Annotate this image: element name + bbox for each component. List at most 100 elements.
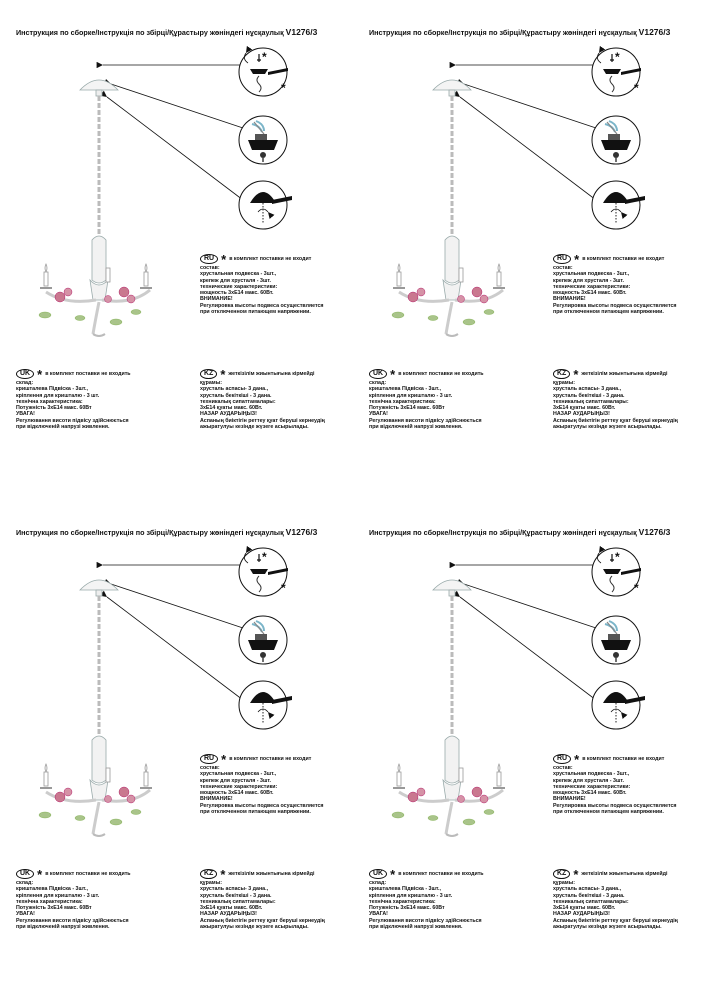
info-line: состав: — [553, 265, 573, 271]
info-line: состав: — [553, 765, 573, 771]
info-line: техникалық сипаттамалары: — [553, 398, 629, 405]
detail-hook-circle: * * — [238, 545, 288, 597]
info-line: хрустальная подвеска - 3шт., — [200, 271, 277, 278]
title-text: Инструкция по сборке/Інструкція по збірц… — [16, 528, 284, 537]
info-line: хрусталь аспасы- 3 дана., — [553, 886, 622, 893]
kz-language-badge: KZ — [553, 369, 571, 379]
detail-wiring-circle — [591, 115, 641, 165]
panel-title: Инструкция по сборке/Інструкція по збірц… — [369, 527, 670, 537]
info-line: технические характеристики: — [200, 283, 278, 290]
info-line: при відключеній напрузі живлення. — [16, 924, 110, 931]
uk-note: в комплект поставки не входить — [398, 370, 484, 377]
info-line: технічна характеристика: — [369, 898, 436, 905]
info-line: при відключеній напрузі живлення. — [369, 424, 463, 431]
info-line: ажыратулуы кезінде жүзеге асырылады. — [553, 924, 662, 931]
ru-note: в комплект поставки не входит — [229, 255, 312, 262]
info-line: УВАГА! — [16, 411, 35, 418]
info-line: хрусталь аспасы- 3 дана., — [200, 886, 269, 893]
ru-info-block: RU * в комплект поставки не входит соста… — [200, 253, 324, 316]
info-line: Регулювання висоти підвісу здійснюється — [369, 417, 482, 424]
model-number: V1276/3 — [638, 527, 671, 537]
detail-canopy-circle — [238, 180, 292, 230]
info-line: склад: — [369, 880, 387, 886]
info-line: УВАГА! — [369, 411, 388, 418]
info-line: НАЗАР АУДАРЫҢЫЗ! — [200, 911, 257, 918]
info-line: Аспаның биіктігін реттеу қуат беруші кер… — [200, 917, 325, 924]
info-line: состав: — [200, 265, 220, 271]
info-line: 3хЕ14 қуаты макс. 60Вт. — [200, 905, 263, 912]
detail-canopy-circle — [591, 180, 645, 230]
info-line: технические характеристики: — [200, 783, 278, 790]
info-line: кріплення для кришталю - 3 шт. — [16, 892, 100, 899]
info-line: при відключеній напрузі живлення. — [369, 924, 463, 931]
instruction-panel: Инструкция по сборке/Інструкція по збірц… — [353, 0, 706, 500]
info-line: хрусталь бекіткіші - 3 дана. — [200, 892, 272, 899]
star-icon: * — [615, 50, 620, 64]
info-line: технічна характеристика: — [16, 898, 83, 905]
info-line: мощность 3хЕ14 макс. 60Вт. — [553, 290, 627, 297]
info-line: кріплення для кришталю - 3 шт. — [369, 392, 453, 399]
instruction-panel: Инструкция по сборке/Інструкція по збірц… — [353, 500, 706, 1000]
star-icon: * — [220, 366, 226, 382]
star-icon: * — [634, 81, 639, 95]
uk-language-badge: UK — [369, 369, 388, 379]
info-line: Потужність 3хЕ14 макс. 60Вт — [16, 905, 92, 912]
title-text: Инструкция по сборке/Інструкція по збірц… — [369, 28, 637, 37]
info-line: хрусталь бекіткіші - 3 дана. — [553, 892, 625, 899]
info-line: Аспаның биіктігін реттеу қуат беруші кер… — [553, 917, 678, 924]
kz-language-badge: KZ — [200, 369, 218, 379]
detail-wiring-circle — [591, 615, 641, 665]
panel-title: Инструкция по сборке/Інструкція по збірц… — [16, 527, 317, 537]
star-icon: * — [574, 751, 580, 767]
info-line: мощность 3хЕ14 макс. 60Вт. — [200, 290, 274, 297]
panel-title: Инструкция по сборке/Інструкція по збірц… — [16, 27, 317, 37]
kz-note: жеткізілім жиынтығына кірмейді — [228, 870, 315, 877]
info-line: кришталева Підвіска - 3шт., — [369, 386, 441, 393]
detail-canopy-circle — [238, 680, 292, 730]
uk-language-badge: UK — [16, 369, 35, 379]
info-line: при отключенном питающем напряжении. — [200, 309, 311, 316]
info-line: мощность 3хЕ14 макс. 60Вт. — [200, 790, 274, 797]
info-line: ажыратулуы кезінде жүзеге асырылады. — [200, 924, 309, 931]
info-line: хрусталь бекіткіші - 3 дана. — [553, 392, 625, 399]
star-icon: * — [262, 50, 267, 64]
uk-info-block: UK * в комплект поставки не входить скла… — [369, 868, 484, 931]
info-line: кріплення для кришталю - 3 шт. — [369, 892, 453, 899]
kz-note: жеткізілім жиынтығына кірмейді — [581, 870, 668, 877]
info-line: технические характеристики: — [553, 283, 631, 290]
info-line: технические характеристики: — [553, 783, 631, 790]
detail-wiring-circle — [238, 615, 288, 665]
pointer-arrows — [96, 61, 244, 201]
kz-info-block: KZ * жеткізілім жиынтығына кірмейді құра… — [200, 866, 325, 931]
uk-note: в комплект поставки не входить — [398, 870, 484, 877]
info-line: Регулировка высоты подвеса осуществляетс… — [553, 802, 677, 809]
info-line: хрусталь аспасы- 3 дана., — [200, 386, 269, 393]
star-icon: * — [221, 751, 227, 767]
uk-language-badge: UK — [16, 869, 35, 879]
info-line: крепеж для хрусталя - 3шт. — [553, 277, 624, 284]
info-line: склад: — [369, 380, 387, 386]
detail-wiring-circle — [238, 115, 288, 165]
uk-info-block: UK * в комплект поставки не входить скла… — [16, 868, 131, 931]
info-line: Потужність 3хЕ14 макс. 60Вт — [16, 405, 92, 412]
info-line: склад: — [16, 880, 34, 886]
star-icon: * — [37, 366, 43, 382]
info-line: кришталева Підвіска - 3шт., — [16, 886, 88, 893]
uk-language-badge: UK — [369, 869, 388, 879]
info-line: Регулировка высоты подвеса осуществляетс… — [200, 802, 324, 809]
info-line: ВНИМАНИЕ! — [553, 796, 586, 803]
info-line: құрамы: — [200, 380, 222, 386]
info-line: 3хЕ14 қуаты макс. 60Вт. — [553, 405, 616, 412]
title-text: Инструкция по сборке/Інструкція по збірц… — [369, 528, 637, 537]
info-line: Потужність 3хЕ14 макс. 60Вт — [369, 405, 445, 412]
info-line: крепеж для хрусталя - 3шт. — [200, 777, 271, 784]
uk-note: в комплект поставки не входить — [45, 370, 131, 377]
info-line: техникалық сипаттамалары: — [200, 398, 276, 405]
chandelier-illustration: * * — [391, 545, 645, 837]
star-icon: * — [262, 550, 267, 564]
chandelier-drawing — [38, 79, 152, 337]
star-icon: * — [220, 866, 226, 882]
info-line: технічна характеристика: — [369, 398, 436, 405]
info-line: хрустальная подвеска - 3шт., — [200, 771, 277, 778]
chandelier-drawing — [391, 579, 505, 837]
